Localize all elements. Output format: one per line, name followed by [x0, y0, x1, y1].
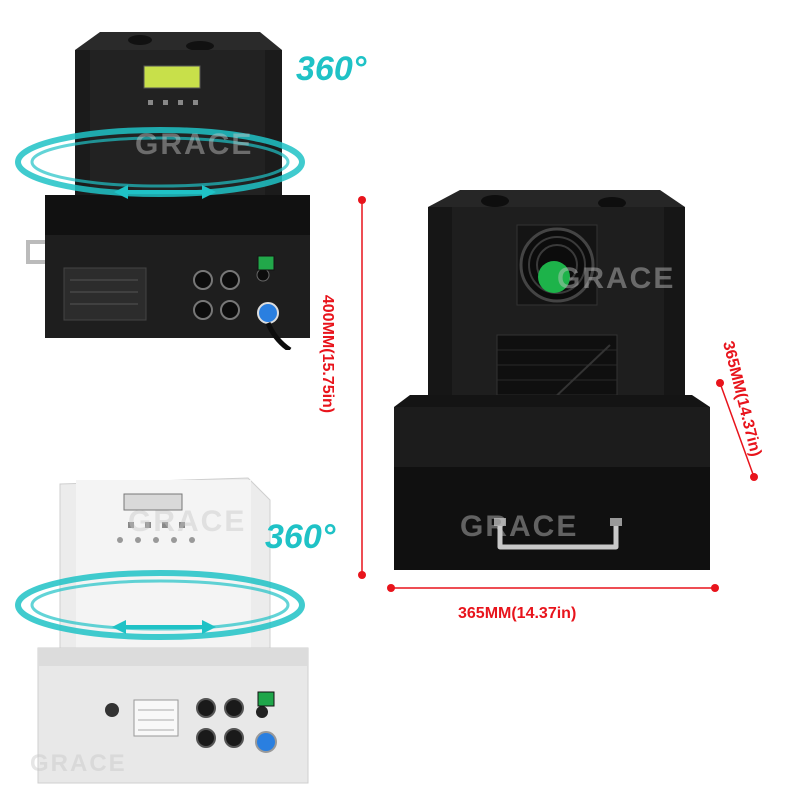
rotation-label-bottom: 360° — [265, 518, 336, 556]
rotation-label-top: 360° — [296, 50, 367, 88]
rotation-arrow-icon — [10, 555, 310, 655]
dimension-arrow-icon — [383, 578, 723, 598]
watermark: GRACE — [460, 510, 579, 543]
dimension-arrow-icon — [712, 375, 762, 485]
watermark: GRACE — [30, 750, 127, 777]
watermark: GRACE — [557, 262, 676, 295]
white-unit-rear — [20, 470, 320, 790]
dimension-arrow-icon — [352, 190, 372, 590]
rotation-arrow-icon — [10, 110, 310, 210]
height-dimension-label: 400MM(15.75in) — [319, 294, 337, 414]
watermark: GRACE — [135, 128, 254, 161]
watermark: GRACE — [128, 505, 247, 538]
width-dimension-label: 365MM(14.37in) — [458, 605, 577, 622]
black-unit-front — [380, 185, 730, 585]
